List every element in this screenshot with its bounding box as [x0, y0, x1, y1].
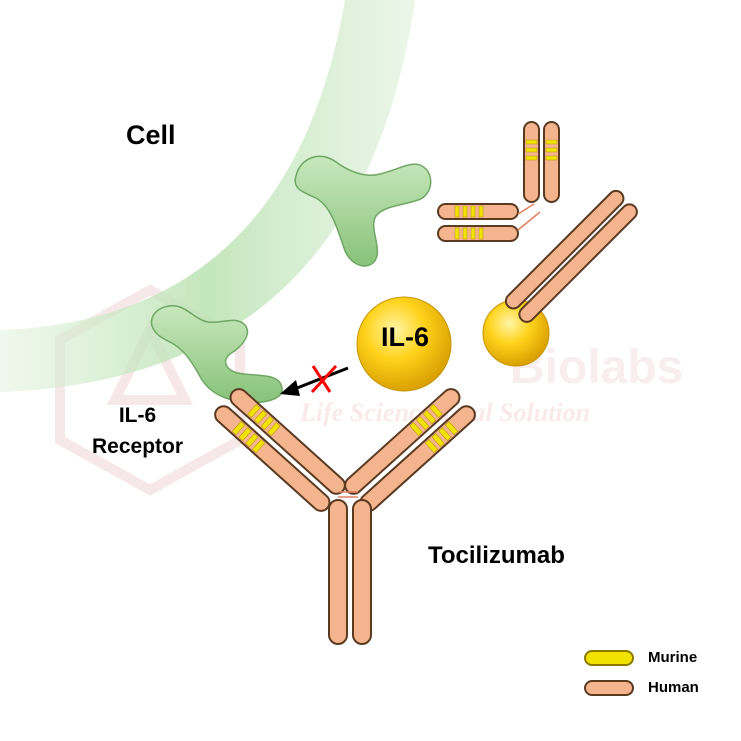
- il6-receptor-lower: [150, 305, 283, 404]
- receptor-label: IL-6 Receptor: [92, 400, 183, 462]
- antibody-upper-right: [437, 121, 638, 323]
- legend-swatch-murine: [584, 650, 634, 666]
- receptor-label-line2: Receptor: [92, 435, 184, 458]
- cell-label: Cell: [126, 120, 176, 150]
- drug-label: Tocilizumab: [428, 542, 565, 569]
- legend-label-human: Human: [648, 679, 699, 696]
- block-x-icon: [310, 364, 338, 394]
- legend-swatch-human: [584, 680, 634, 696]
- il6-label: IL-6: [380, 322, 429, 352]
- il6-molecule-bound: [356, 296, 452, 392]
- legend-label-murine: Murine: [648, 649, 698, 666]
- il6-receptor-upper: [294, 155, 432, 267]
- tocilizumab-antibody: [214, 388, 476, 645]
- receptor-label-line1: IL-6: [118, 404, 157, 427]
